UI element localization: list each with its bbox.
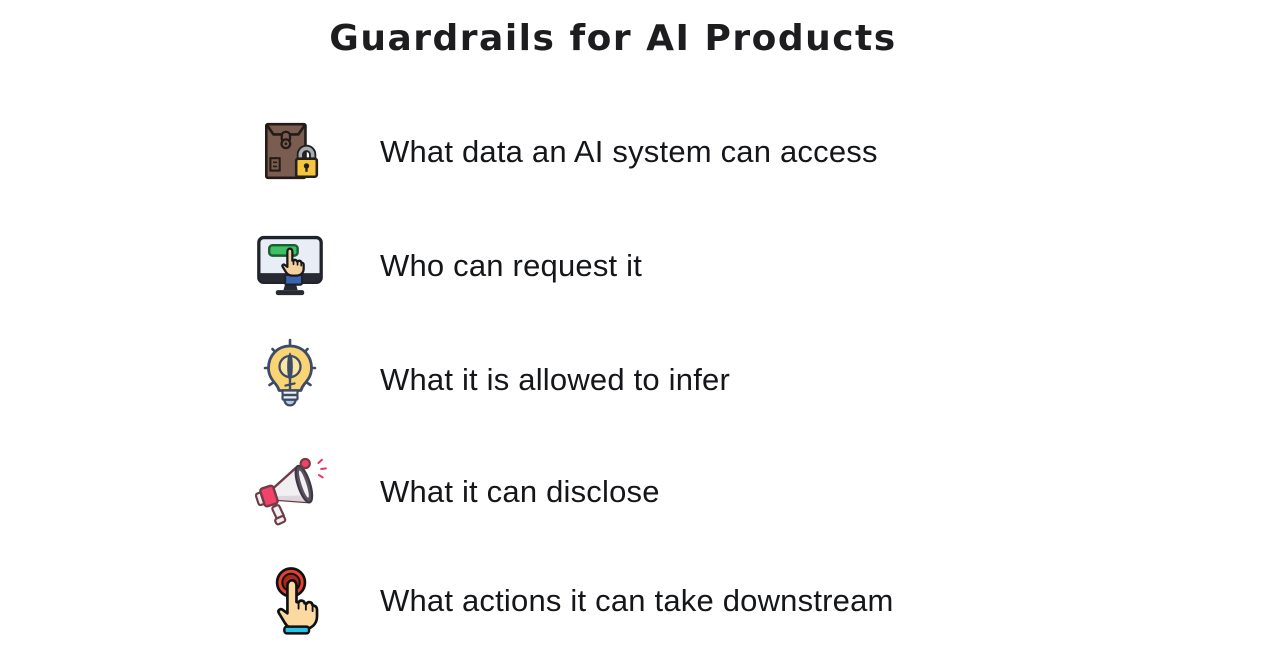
tap-button-icon-svg [275, 567, 319, 635]
page-title: Guardrails for AI Products [329, 18, 897, 59]
list-item-downstream-actions: What actions it can take downstream [240, 555, 1140, 647]
list-item-inference: What it is allowed to infer [240, 334, 1140, 426]
list-item-label: Who can request it [380, 248, 643, 283]
list-item-label: What it can disclose [380, 474, 660, 509]
list-item-data-access: What data an AI system can access [240, 106, 1140, 198]
megaphone-icon [240, 446, 340, 538]
locked-envelope-icon [240, 106, 340, 198]
megaphone-icon-svg [254, 457, 327, 526]
monitor-click-icon-svg [257, 235, 323, 296]
lightbulb-icon-svg [263, 338, 317, 407]
tap-button-icon [240, 555, 340, 647]
list-item-disclosure: What it can disclose [240, 446, 1140, 538]
locked-envelope-icon-svg [264, 122, 319, 180]
list-item-who-requests: Who can request it [240, 220, 1140, 312]
lightbulb-icon [240, 334, 340, 426]
list-item-label: What actions it can take downstream [380, 583, 894, 618]
list-item-label: What it is allowed to infer [380, 362, 730, 397]
list-item-label: What data an AI system can access [380, 134, 878, 169]
monitor-click-icon [240, 220, 340, 312]
